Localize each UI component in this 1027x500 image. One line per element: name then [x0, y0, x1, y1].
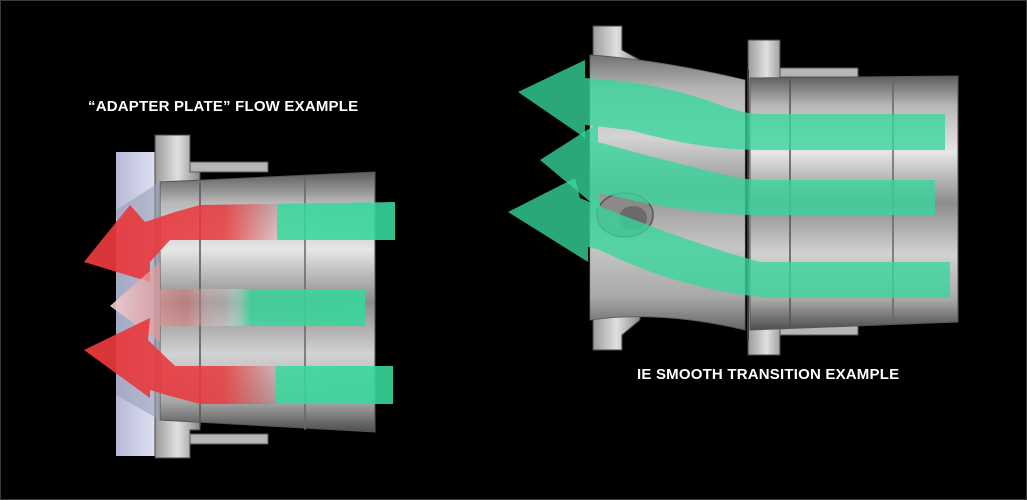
- arrow-left-icon: [84, 318, 393, 404]
- bolt-tab-bottom: [189, 433, 269, 445]
- right-flow-arrows: [508, 60, 950, 298]
- arrow-left-icon: [518, 60, 945, 150]
- arrow-left-icon: [84, 202, 395, 282]
- arrow-left-icon: [540, 123, 935, 215]
- adapter-plate-caption: “ADAPTER PLATE” FLOW EXAMPLE: [88, 98, 359, 115]
- arrow-left-icon: [110, 262, 365, 342]
- left-flow-arrows: [84, 202, 395, 404]
- arrow-left-icon: [508, 178, 950, 298]
- bolt-tab-top: [189, 161, 269, 173]
- smooth-transition-caption: IE SMOOTH TRANSITION EXAMPLE: [637, 366, 900, 383]
